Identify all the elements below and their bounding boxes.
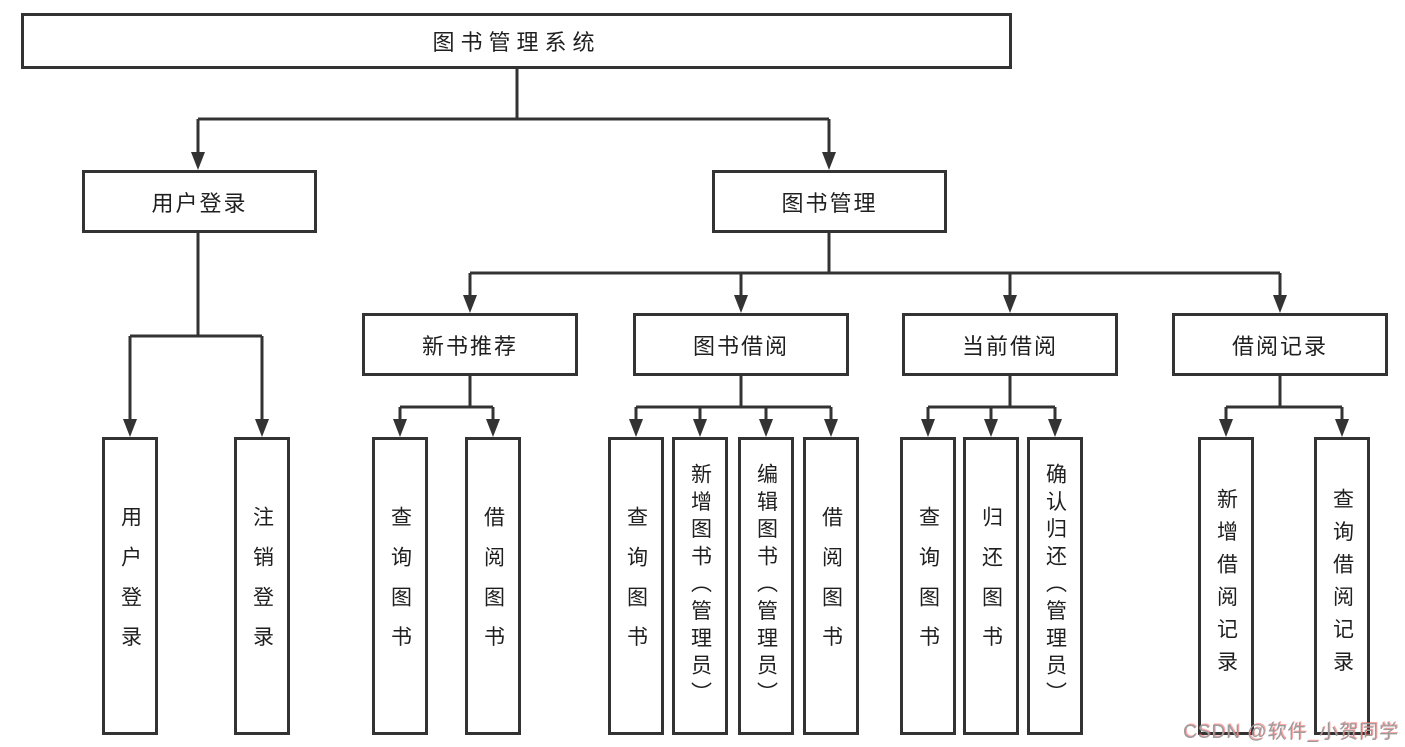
node-label: 查询图书: [624, 506, 648, 666]
node-user-login: 用户登录: [82, 170, 317, 233]
node-label: 借阅图书: [819, 506, 843, 666]
node-current-borrowing: 当前借阅: [902, 313, 1118, 376]
leaf-add-borrow-record: 新增借阅记录: [1198, 437, 1254, 735]
node-new-book-recommendation: 新书推荐: [362, 313, 578, 376]
node-label: 注销登录: [250, 506, 274, 666]
leaf-confirm-return-admin: 确认归还（管理员）: [1027, 437, 1083, 735]
leaf-add-books-admin: 新增图书（管理员）: [672, 437, 728, 735]
node-book-borrowing: 图书借阅: [633, 313, 849, 376]
node-label: 编辑图书（管理员）: [754, 463, 778, 709]
leaf-logout: 注销登录: [234, 437, 290, 735]
node-label: 归还图书: [979, 506, 1003, 666]
node-label: 新增借阅记录: [1214, 488, 1238, 684]
node-library-management-system: 图书管理系统: [21, 13, 1012, 69]
node-label: 用户登录: [151, 190, 248, 216]
leaf-query-books-current: 查询图书: [900, 437, 956, 735]
leaf-edit-books-admin: 编辑图书（管理员）: [738, 437, 794, 735]
node-label: 查询图书: [388, 506, 412, 666]
node-label: 图书借阅: [692, 333, 789, 359]
node-borrowing-records: 借阅记录: [1172, 313, 1388, 376]
node-label: 用户登录: [118, 506, 142, 666]
csdn-watermark: CSDN @软件_小贺同学: [1183, 722, 1399, 743]
node-label: 图书管理系统: [432, 30, 601, 55]
node-label: 借阅记录: [1231, 333, 1328, 359]
node-book-management: 图书管理: [712, 170, 947, 233]
node-label: 确认归还（管理员）: [1043, 463, 1067, 709]
leaf-borrow-books: 借阅图书: [803, 437, 859, 735]
leaf-borrow-books-recommend: 借阅图书: [465, 437, 521, 735]
node-label: 当前借阅: [961, 333, 1058, 359]
leaf-query-books-recommend: 查询图书: [372, 437, 428, 735]
leaf-return-books: 归还图书: [963, 437, 1019, 735]
node-label: 借阅图书: [481, 506, 505, 666]
leaf-query-books-borrow: 查询图书: [608, 437, 664, 735]
leaf-query-borrow-record: 查询借阅记录: [1314, 437, 1370, 735]
node-label: 查询借阅记录: [1330, 488, 1354, 684]
node-label: 新增图书（管理员）: [688, 463, 712, 709]
node-label: 图书管理: [781, 190, 878, 216]
node-label: 查询图书: [916, 506, 940, 666]
node-label: 新书推荐: [421, 333, 518, 359]
leaf-user-login: 用户登录: [102, 437, 158, 735]
